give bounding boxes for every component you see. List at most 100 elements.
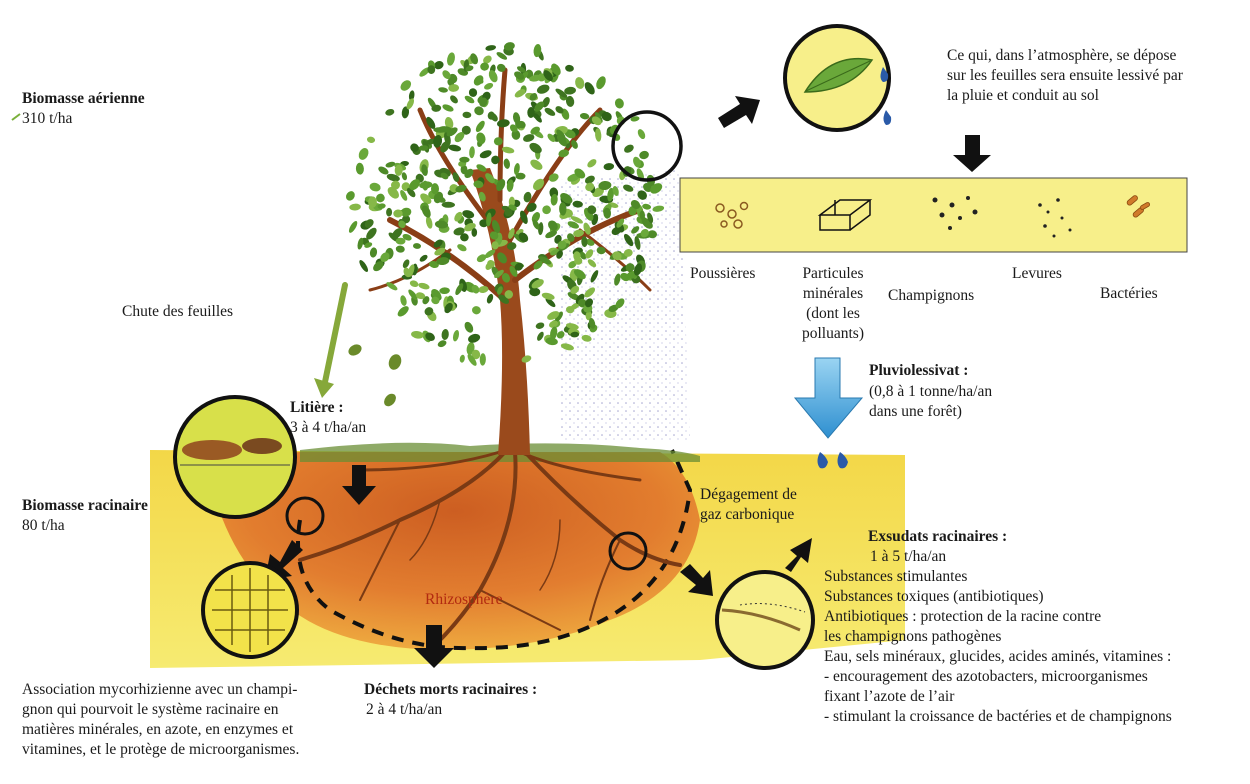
- canopy-leaf: [530, 159, 543, 170]
- canopy-leaf: [565, 95, 575, 107]
- canopy-leaf: [529, 74, 543, 82]
- canopy-leaf: [473, 180, 484, 189]
- canopy-leaf: [394, 164, 403, 176]
- degagement-line: Dégagement de: [700, 486, 797, 503]
- canopy-leaf: [579, 113, 590, 120]
- canopy-leaf: [366, 136, 376, 143]
- canopy-leaf: [503, 42, 515, 51]
- atmosphere-line: la pluie et conduit au sol: [947, 87, 1099, 104]
- canopy-leaf: [409, 280, 419, 287]
- dechets-value: 2 à 4 t/ha/an: [366, 701, 443, 718]
- canopy-leaf: [454, 132, 465, 143]
- root-zoom-circle: [285, 496, 325, 536]
- canopy-leaf: [545, 297, 556, 308]
- canopy-leaf: [385, 161, 396, 168]
- canopy-leaf: [413, 243, 421, 249]
- canopy-leaf: [503, 158, 510, 169]
- canopy-leaf: [533, 178, 545, 191]
- canopy-leaf: [650, 183, 663, 194]
- exsudats-line: Antibiotiques : protection de la racine …: [824, 608, 1102, 625]
- canopy-leaf: [574, 257, 583, 265]
- canopy-leaf: [585, 311, 592, 321]
- canopy-leaf: [373, 261, 384, 272]
- canopy-leaf: [479, 219, 489, 228]
- canopy-leaf: [401, 106, 410, 119]
- canopy-leaf: [391, 227, 403, 240]
- canopy-leaf: [581, 334, 592, 342]
- canopy-leaf: [581, 236, 588, 248]
- canopy-leaf: [584, 287, 596, 298]
- canopy-leaf: [387, 186, 399, 199]
- minerales-line: Particules: [802, 265, 864, 282]
- canopy-leaf: [574, 168, 586, 179]
- canopy-leaf: [591, 116, 602, 126]
- canopy-leaf: [647, 230, 657, 239]
- canopy-leaf: [523, 134, 535, 142]
- canopy-leaf: [501, 272, 511, 283]
- levures-label: Levures: [1012, 265, 1062, 282]
- chute-feuilles-label: Chute des feuilles: [122, 303, 234, 320]
- canopy-leaf: [402, 259, 410, 269]
- canopy-leaf: [403, 267, 411, 278]
- canopy-leaf: [639, 210, 646, 220]
- canopy-leaf: [601, 111, 612, 122]
- canopy-leaf: [430, 183, 440, 195]
- canopy-leaf: [574, 269, 586, 280]
- canopy-leaf: [478, 191, 486, 202]
- tick-mark: [11, 113, 21, 121]
- canopy-leaf: [390, 180, 401, 190]
- canopy-leaf: [478, 286, 489, 293]
- canopy-leaf: [537, 331, 544, 341]
- canopy-leaf: [419, 181, 433, 189]
- canopy-leaf: [590, 270, 599, 283]
- canopy-leaf: [535, 322, 545, 329]
- canopy-leaf: [511, 129, 521, 140]
- canopy-leaf: [633, 263, 643, 276]
- canopy-leaf: [636, 168, 645, 182]
- canopy-leaf: [614, 273, 621, 286]
- canopy-leaf: [454, 211, 463, 222]
- canopy-leaf: [485, 45, 497, 51]
- canopy-leaf: [464, 321, 474, 333]
- canopy-leaf: [623, 184, 634, 192]
- canopy-leaf: [587, 205, 597, 215]
- canopy-leaf: [571, 139, 578, 149]
- canopy-leaf: [519, 210, 528, 224]
- canopy-leaf: [543, 70, 553, 82]
- canopy-leaf: [566, 306, 575, 314]
- canopy-leaf: [455, 184, 467, 193]
- canopy-leaf: [462, 111, 472, 119]
- pluviolessivat-line: dans une forêt): [869, 403, 962, 420]
- canopy-leaf: [453, 227, 465, 236]
- canopy-leaf: [426, 116, 436, 129]
- canopy-leaf: [419, 67, 431, 77]
- canopy-leaf: [479, 97, 488, 107]
- canopy-leaf: [504, 290, 514, 299]
- canopy-leaf: [424, 307, 434, 316]
- exsudats-text: 1 à 5 t/ha/an Substances stimulantes Sub…: [824, 547, 1172, 727]
- canopy-leaf: [515, 172, 526, 180]
- canopy-leaf: [425, 216, 433, 229]
- canopy-leaf: [572, 200, 583, 208]
- canopy-leaf: [551, 63, 561, 76]
- exsudats-line: les champignons pathogènes: [824, 628, 1002, 645]
- canopy-leaf: [428, 261, 439, 268]
- canopy-leaf: [518, 232, 529, 243]
- canopy-leaf: [409, 179, 420, 191]
- pluviolessivat-arrow: [793, 357, 864, 469]
- canopy-leaf: [459, 156, 470, 163]
- canopy-leaf: [555, 88, 567, 98]
- canopy-leaf: [421, 164, 428, 176]
- canopy-leaf: [497, 286, 503, 295]
- canopy-leaf: [532, 219, 540, 230]
- canopy-leaf: [556, 250, 563, 259]
- canopy-leaf: [476, 164, 487, 172]
- canopy-leaf: [544, 107, 556, 116]
- litiere-title: Litière :: [290, 399, 344, 416]
- canopy-leaf: [418, 282, 430, 290]
- canopy-leaf: [640, 228, 649, 238]
- canopy-leaf: [583, 222, 591, 235]
- rhizosphere-label: Rhizosphère: [425, 591, 503, 608]
- canopy-leaf: [480, 62, 489, 71]
